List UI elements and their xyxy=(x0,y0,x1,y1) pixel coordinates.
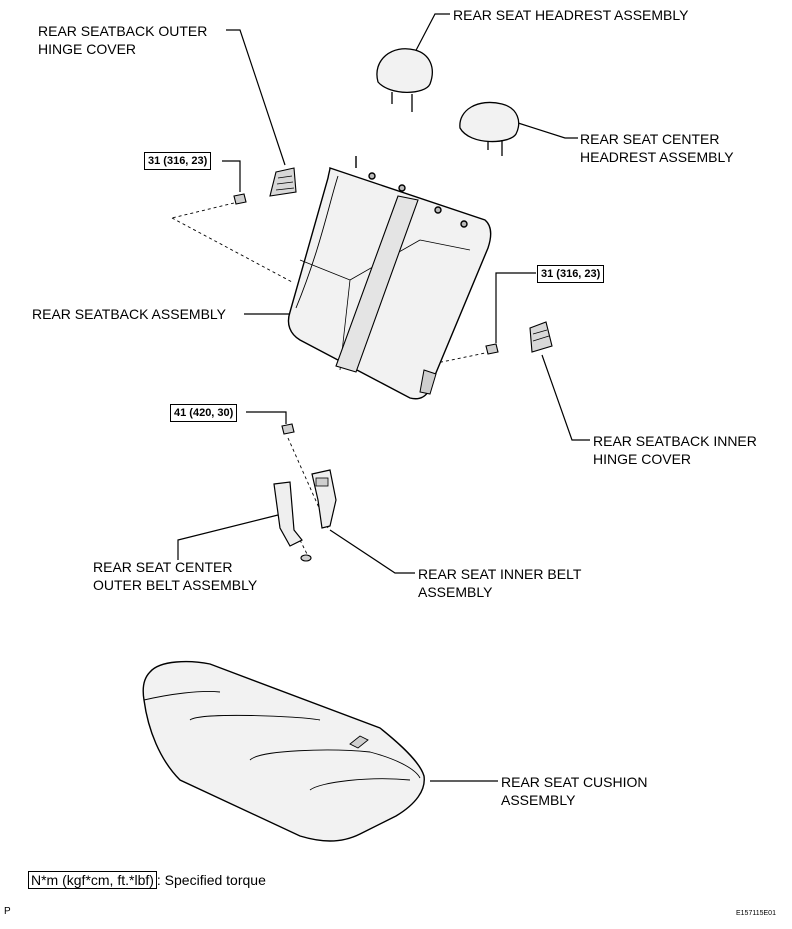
label-center-headrest-line2: HEADREST ASSEMBLY xyxy=(580,149,734,165)
leader-torque-left xyxy=(222,160,241,192)
label-inner-belt-line2: ASSEMBLY xyxy=(418,584,493,600)
label-inner-hinge-cover-line1: REAR SEATBACK INNER xyxy=(593,433,757,449)
label-inner-belt-line1: REAR SEAT INNER BELT xyxy=(418,566,582,582)
center-headrest-part xyxy=(459,101,520,156)
label-outer-hinge-cover-line1: REAR SEATBACK OUTER xyxy=(38,23,208,39)
leader-torque-right xyxy=(495,272,536,343)
label-center-outer-belt-line1: REAR SEAT CENTER xyxy=(93,559,233,575)
outer-hinge-cover-part xyxy=(269,167,297,197)
headrest-part xyxy=(376,48,433,112)
torque-spec-belt: 41 (420, 30) xyxy=(170,404,238,422)
label-seatback: REAR SEATBACK ASSEMBLY xyxy=(32,306,226,322)
label-center-outer-belt-line2: OUTER BELT ASSEMBLY xyxy=(93,577,258,593)
legend-unit-box: N*m (kgf*cm, ft.*lbf) xyxy=(28,871,157,889)
label-outer-hinge-cover-line2: HINGE COVER xyxy=(38,41,137,57)
label-cushion-line2: ASSEMBLY xyxy=(501,792,576,808)
label-headrest: REAR SEAT HEADREST ASSEMBLY xyxy=(453,7,689,23)
legend-text: : Specified torque xyxy=(156,872,266,888)
footer-illustration-code: E157115E01 xyxy=(736,910,776,917)
leader-center-outer-belt xyxy=(177,514,279,560)
bolts xyxy=(233,193,499,562)
leader-lines xyxy=(177,13,590,782)
torque-legend: N*m (kgf*cm, ft.*lbf): Specified torque xyxy=(28,871,266,889)
leader-center-headrest xyxy=(514,121,578,139)
leader-inner-belt xyxy=(329,529,415,574)
inner-hinge-cover-part xyxy=(529,321,553,353)
footer-page-marker: P xyxy=(4,906,11,917)
seatback-part xyxy=(287,156,492,400)
label-center-headrest-line1: REAR SEAT CENTER xyxy=(580,131,720,147)
torque-spec-left: 31 (316, 23) xyxy=(144,152,212,170)
leader-headrest xyxy=(411,13,450,59)
label-cushion-line1: REAR SEAT CUSHION xyxy=(501,774,648,790)
belt-parts xyxy=(273,469,337,547)
cushion-part xyxy=(142,660,425,842)
leader-outer-hinge-cover xyxy=(226,29,286,166)
leader-inner-hinge-cover xyxy=(541,354,590,441)
dashed-alignment-lines xyxy=(171,202,491,557)
label-inner-hinge-cover-line2: HINGE COVER xyxy=(593,451,692,467)
leader-torque-belt xyxy=(246,411,287,424)
torque-spec-right: 31 (316, 23) xyxy=(537,265,605,283)
